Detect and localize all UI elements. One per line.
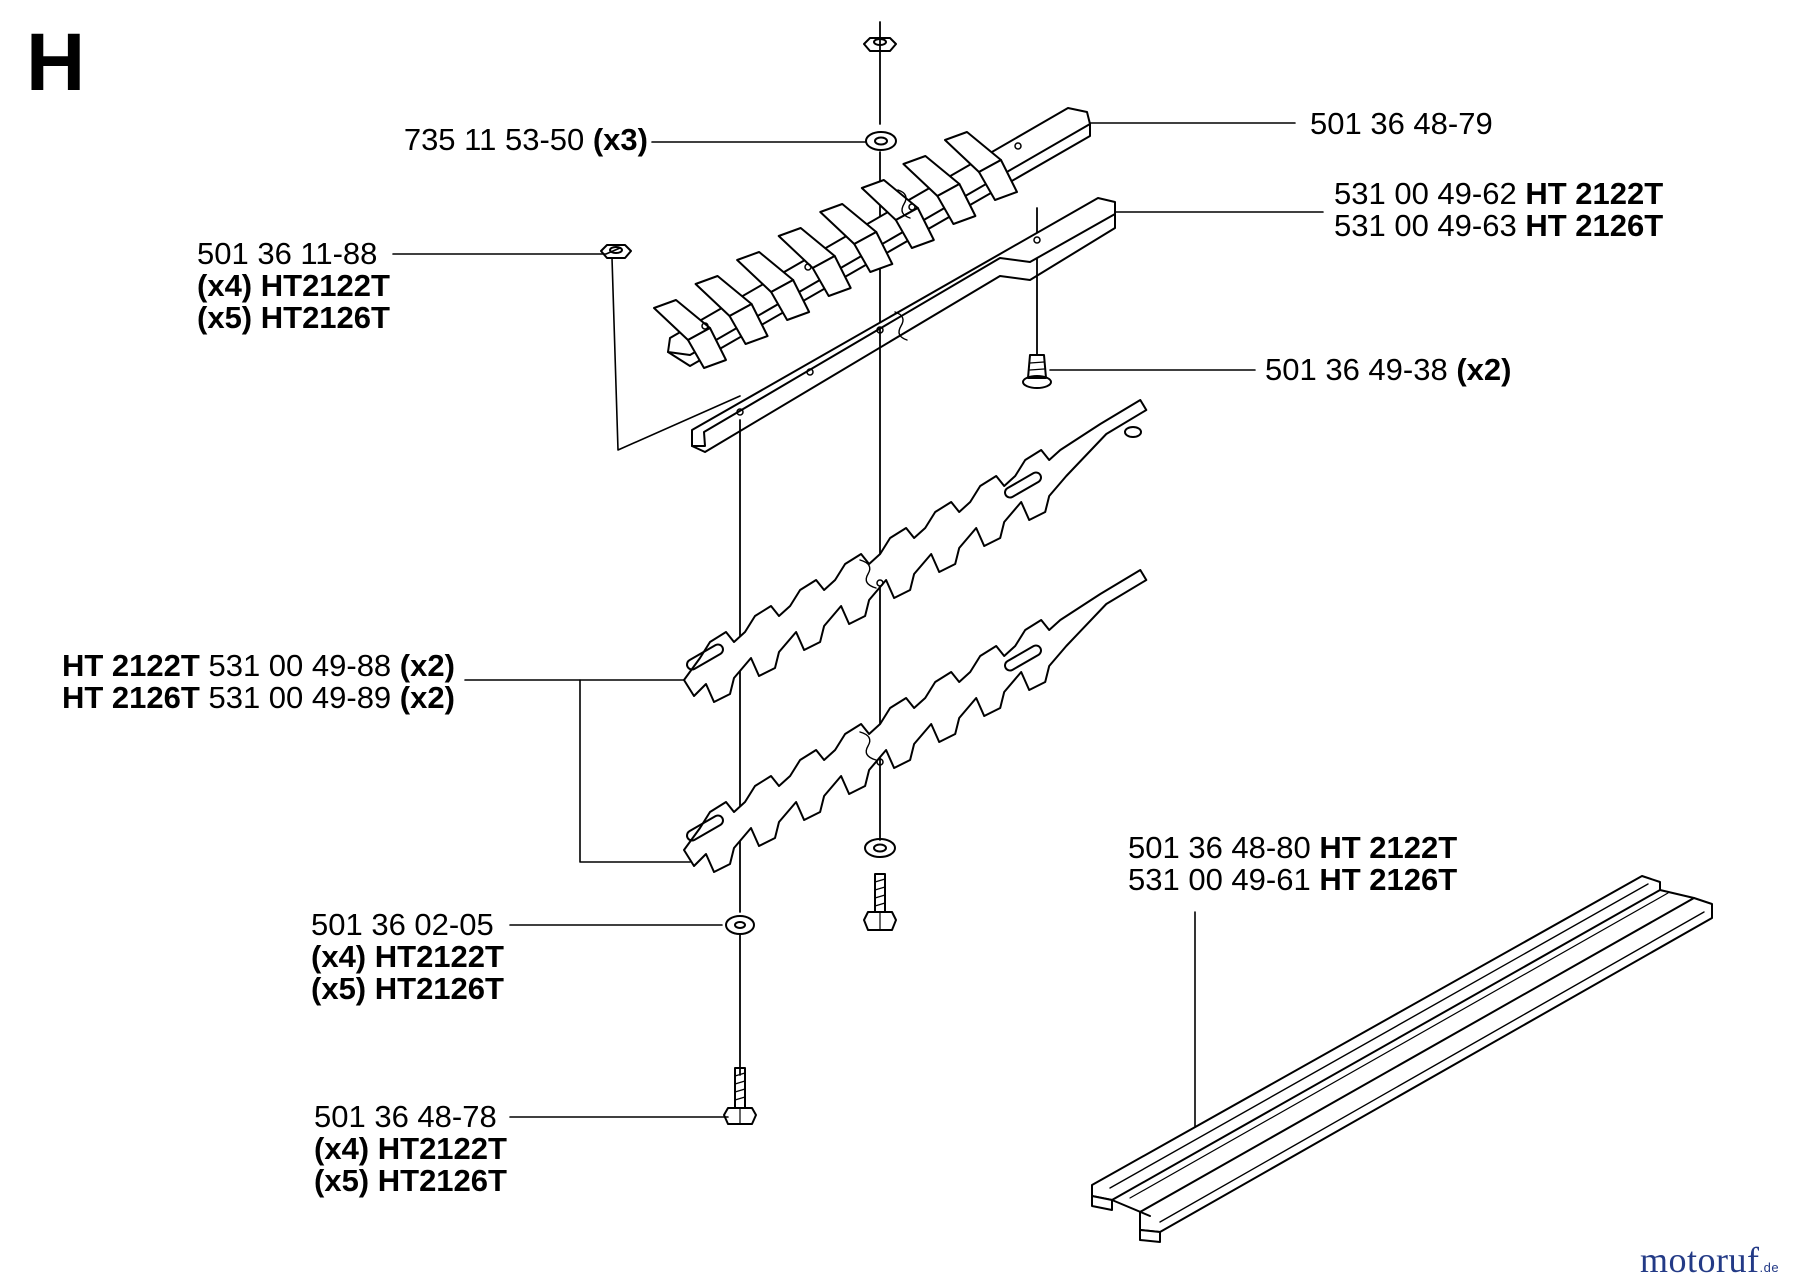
watermark-suffix: .de (1759, 1260, 1780, 1275)
upper-cutting-blade (683, 399, 1148, 703)
callout-line: 501 36 02-05 (311, 909, 504, 941)
callout-bold-text: (x2) (1456, 352, 1512, 387)
callout-bold-text: (x4) HT2122T (197, 268, 390, 303)
callout-bold-text: (x5) HT2126T (311, 971, 504, 1006)
callout-line: 501 36 11-88 (197, 238, 390, 270)
motoruf-watermark-logo: motoruf.de (1640, 1240, 1779, 1287)
top-nut (863, 37, 897, 52)
tooth-shape (687, 327, 727, 369)
callout-bold-text: (x2) (399, 648, 455, 683)
guide-bar (691, 197, 1116, 453)
callout-bold-text: (x5) HT2126T (314, 1163, 507, 1198)
leader-lines (392, 122, 1324, 1131)
callout-line: (x4) HT2122T (314, 1133, 507, 1165)
blade-guard (1091, 875, 1713, 1243)
right-bolt (863, 873, 897, 931)
callout-line: 531 00 49-62 HT 2122T (1334, 178, 1663, 210)
callout-line: 501 36 48-78 (314, 1101, 507, 1133)
callout-washer-top: 735 11 53-50 (x3) (404, 124, 648, 156)
callout-text: 501 36 48-80 (1128, 830, 1320, 865)
small-nut (600, 244, 632, 259)
callout-line: 501 36 49-38 (x2) (1265, 354, 1511, 386)
callout-bold-text: HT 2126T (1525, 208, 1664, 243)
section-letter: H (26, 17, 86, 108)
callout-line: (x4) HT2122T (311, 941, 504, 973)
tooth-shape (936, 183, 977, 225)
watermark-text: motoruf (1640, 1240, 1760, 1280)
right-washer (864, 838, 896, 858)
upper-plate-teeth (653, 131, 1018, 369)
callout-line: (x4) HT2122T (197, 270, 390, 302)
callout-line: HT 2126T 531 00 49-89 (x2) (62, 682, 455, 714)
tooth-shape (770, 279, 811, 321)
callout-line: (x5) HT2126T (314, 1165, 507, 1197)
callout-bold-text: HT 2126T (1319, 862, 1458, 897)
callout-text: 501 36 48-78 (314, 1099, 497, 1134)
callout-bold-text: HT 2122T (62, 648, 200, 683)
callout-screw-flat: 501 36 49-38 (x2) (1265, 354, 1511, 386)
callout-text: 501 36 49-38 (1265, 352, 1457, 387)
callout-bold-text: HT 2122T (1319, 830, 1458, 865)
callout-text: 531 00 49-88 (199, 648, 400, 683)
callout-bold-text: (x2) (399, 680, 455, 715)
top-washer (865, 131, 897, 151)
lower-cutting-blade (683, 569, 1148, 873)
callout-line: 501 36 48-80 HT 2122T (1128, 832, 1457, 864)
callout-washer-bottom: 501 36 02-05(x4) HT2122T(x5) HT2126T (311, 909, 504, 1005)
callout-bold-text: (x5) HT2126T (197, 300, 390, 335)
tooth-shape (811, 255, 852, 297)
callout-text: 531 00 49-89 (199, 680, 400, 715)
callout-text: 531 00 49-62 (1334, 176, 1526, 211)
callout-bold-text: HT 2126T (62, 680, 200, 715)
callout-line: 531 00 49-61 HT 2126T (1128, 864, 1457, 896)
tooth-shape (977, 159, 1018, 201)
callout-line: (x5) HT2126T (197, 302, 390, 334)
callout-line: HT 2122T 531 00 49-88 (x2) (62, 650, 455, 682)
callout-line: 735 11 53-50 (x3) (404, 124, 648, 156)
tooth-shape (853, 231, 894, 273)
callout-line: 501 36 48-79 (1310, 108, 1493, 140)
bottom-washer (725, 915, 755, 935)
callout-bold-text: (x4) HT2122T (314, 1131, 507, 1166)
flat-screw (1022, 354, 1052, 389)
callout-text: 501 36 48-79 (1310, 106, 1493, 141)
callout-line: 531 00 49-63 HT 2126T (1334, 210, 1663, 242)
callout-bolt-bottom: 501 36 48-78(x4) HT2122T(x5) HT2126T (314, 1101, 507, 1197)
bottom-bolt (723, 1067, 757, 1125)
upper-toothed-plate (653, 107, 1091, 369)
callout-text: 501 36 11-88 (197, 236, 378, 271)
tooth-shape (728, 303, 769, 345)
callout-text: 735 11 53-50 (403, 122, 593, 157)
callout-text: 531 00 49-63 (1334, 208, 1526, 243)
callout-line: (x5) HT2126T (311, 973, 504, 1005)
callout-bold-text: HT 2122T (1525, 176, 1664, 211)
callout-text: 501 36 02-05 (311, 907, 494, 942)
callout-nut-small: 501 36 11-88(x4) HT2122T(x5) HT2126T (197, 238, 390, 334)
callout-upper-plate: 501 36 48-79 (1310, 108, 1493, 140)
tooth-shape (894, 207, 935, 249)
callout-text: 531 00 49-61 (1128, 862, 1320, 897)
callout-bold-text: (x3) (592, 122, 648, 157)
callout-cutting-blade: HT 2122T 531 00 49-88 (x2)HT 2126T 531 0… (62, 650, 455, 714)
callout-bold-text: (x4) HT2122T (311, 939, 504, 974)
